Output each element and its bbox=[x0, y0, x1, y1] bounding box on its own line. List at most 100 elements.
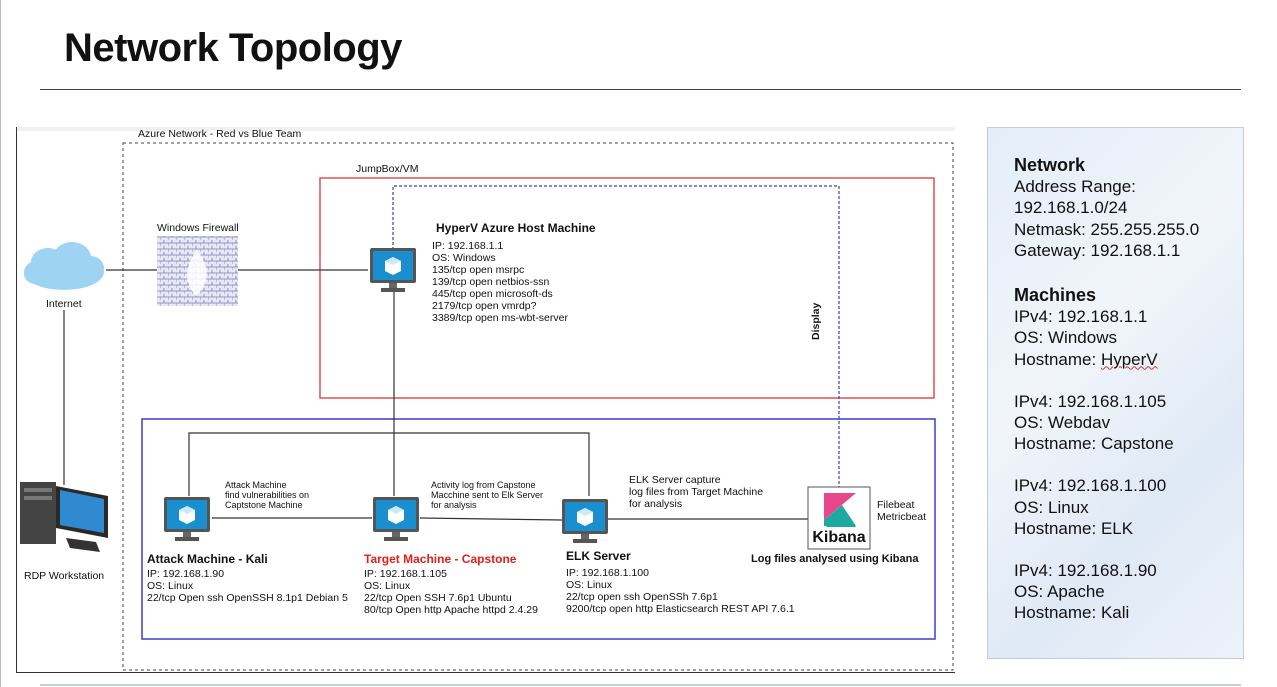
title-divider bbox=[40, 89, 1241, 90]
hyperv-detail-line: 139/tcp open netbios-ssn bbox=[432, 276, 550, 288]
elk-detail-line: 9200/tcp open http Elasticsearch REST AP… bbox=[566, 603, 795, 615]
kibana-logo bbox=[807, 486, 871, 550]
elk-detail-line: IP: 192.168.1.100 bbox=[566, 567, 649, 579]
attack-machine-name: Attack Machine - Kali bbox=[147, 552, 268, 566]
kibana-caption: Log files analysed using Kibana bbox=[751, 553, 919, 565]
filebeat-label: Filebeat bbox=[877, 499, 915, 511]
target-machine-name: Target Machine - Capstone bbox=[364, 552, 517, 566]
azure-network-boundary bbox=[122, 142, 954, 671]
hostname-prefix: Hostname: bbox=[1014, 349, 1101, 369]
attack-detail-line: 22/tcp Open ssh OpenSSH 8.1p1 Debian 5 bbox=[147, 592, 348, 604]
network-section: Network Address Range: 192.168.1.0/24 Ne… bbox=[1014, 155, 1199, 261]
workstation-icon bbox=[20, 482, 108, 552]
firewall-label: Windows Firewall bbox=[157, 222, 239, 234]
hyperv-detail-line: 3389/tcp open ms-wbt-server bbox=[432, 312, 568, 324]
network-line: Gateway: 192.168.1.1 bbox=[1014, 240, 1181, 260]
machine-os: OS: Linux bbox=[1014, 497, 1089, 517]
machine-hostname: Hostname: HyperV bbox=[1014, 349, 1174, 370]
hyperv-detail-line: 445/tcp open microsoft-ds bbox=[432, 288, 553, 300]
display-connection bbox=[392, 185, 840, 488]
attack-monitor-icon bbox=[164, 497, 210, 541]
elk-note-line: ELK Server capture bbox=[629, 474, 721, 486]
elk-note-line: for analysis bbox=[629, 498, 683, 510]
metricbeat-label: Metricbeat bbox=[877, 511, 927, 523]
machine-ipv4: IPv4: 192.168.1.1 bbox=[1014, 307, 1148, 327]
jumpbox-label: JumpBox/VM bbox=[356, 163, 419, 175]
hyperv-detail-line: 2179/tcp open vmrdp? bbox=[432, 300, 537, 312]
kibana-logo-text: Kibana bbox=[812, 529, 866, 546]
elk-detail-line: 22/tcp open ssh OpenSSh 7.6p1 bbox=[566, 591, 718, 603]
machine-os: OS: Apache bbox=[1014, 582, 1105, 602]
subnet-bus bbox=[188, 432, 590, 496]
elk-note: ELK Server capture log files from Target… bbox=[629, 474, 763, 510]
attack-machine-details: IP: 192.168.1.90 OS: Linux 22/tcp Open s… bbox=[147, 568, 348, 604]
hyperv-name: HyperV Azure Host Machine bbox=[436, 221, 596, 235]
elk-detail-line: OS: Linux bbox=[566, 579, 613, 591]
internet-label: Internet bbox=[46, 298, 82, 310]
target-note-line: Macchine sent to Elk Server bbox=[431, 490, 544, 500]
machine-entry: IPv4: 192.168.1.100 OS: Linux Hostname: … bbox=[1014, 475, 1174, 539]
machines-heading: Machines bbox=[1014, 285, 1097, 305]
hyperv-details: IP: 192.168.1.1 OS: Windows 135/tcp open… bbox=[432, 240, 568, 324]
hostname-value: HyperV bbox=[1100, 349, 1158, 369]
hyperv-detail-line: OS: Windows bbox=[432, 252, 496, 264]
target-note: Activity log from Capstone Macchine sent… bbox=[431, 480, 543, 510]
target-monitor-icon bbox=[373, 497, 419, 541]
machine-ipv4: IPv4: 192.168.1.90 bbox=[1014, 561, 1157, 581]
kibana-side-labels: Filebeat Metricbeat bbox=[877, 499, 926, 523]
display-label: Display bbox=[810, 302, 822, 340]
hyperv-detail-line: 135/tcp open msrpc bbox=[432, 264, 525, 276]
machine-ipv4: IPv4: 192.168.1.105 bbox=[1014, 391, 1167, 411]
attack-note-line: Captstone Machine bbox=[225, 500, 303, 510]
network-line: 192.168.1.0/24 bbox=[1014, 198, 1128, 218]
hyperv-detail-line: IP: 192.168.1.1 bbox=[432, 240, 504, 252]
hostname-prefix: Hostname: bbox=[1014, 434, 1101, 454]
machine-entry: IPv4: 192.168.1.1 OS: Windows Hostname: … bbox=[1014, 306, 1174, 370]
target-note-line: for analysis bbox=[431, 500, 477, 510]
hostname-value: ELK bbox=[1100, 518, 1134, 538]
slide-left-edge bbox=[0, 0, 1, 687]
machine-os: OS: Windows bbox=[1014, 328, 1117, 348]
target-machine-details: IP: 192.168.1.105 OS: Linux 22/tcp Open … bbox=[364, 568, 538, 616]
target-note-line: Activity log from Capstone bbox=[431, 480, 536, 490]
page-title: Network Topology bbox=[64, 26, 402, 70]
jumpbox-boundary bbox=[319, 177, 935, 399]
hostname-value: Kali bbox=[1100, 603, 1130, 623]
target-detail-line: 80/tcp Open http Apache httpd 2.4.29 bbox=[364, 604, 538, 616]
machine-hostname: Hostname: Capstone bbox=[1014, 433, 1174, 454]
attack-note-line: find vulnerabilities on bbox=[225, 490, 310, 500]
info-panel: Network Address Range: 192.168.1.0/24 Ne… bbox=[987, 127, 1244, 659]
target-detail-line: IP: 192.168.1.105 bbox=[364, 568, 447, 580]
machines-section: Machines IPv4: 192.168.1.1 OS: Windows H… bbox=[1014, 285, 1174, 624]
subnet-boundary bbox=[141, 418, 936, 640]
cloud-icon bbox=[24, 242, 104, 290]
diagram-canvas bbox=[16, 127, 955, 673]
hostname-prefix: Hostname: bbox=[1014, 603, 1101, 623]
elk-monitor-icon bbox=[562, 499, 608, 543]
firewall-icon bbox=[157, 236, 238, 306]
machine-entry: IPv4: 192.168.1.105 OS: Webdav Hostname:… bbox=[1014, 391, 1174, 455]
machine-os: OS: Webdav bbox=[1014, 413, 1111, 433]
attack-note: Attack Machine find vulnerabilities on C… bbox=[225, 480, 309, 510]
elk-server-details: IP: 192.168.1.100 OS: Linux 22/tcp open … bbox=[566, 567, 795, 615]
network-heading: Network bbox=[1014, 155, 1086, 175]
target-elk-link bbox=[419, 517, 563, 521]
bottom-divider bbox=[40, 684, 1241, 686]
rdp-workstation-label: RDP Workstation bbox=[24, 570, 105, 582]
target-detail-line: 22/tcp Open SSH 7.6p1 Ubuntu bbox=[364, 592, 512, 604]
network-line: Netmask: 255.255.255.0 bbox=[1014, 219, 1200, 239]
attack-detail-line: IP: 192.168.1.90 bbox=[147, 568, 225, 580]
hyperv-monitor-icon bbox=[370, 248, 416, 292]
machine-hostname: Hostname: ELK bbox=[1014, 518, 1174, 539]
network-line: Address Range: bbox=[1014, 177, 1136, 197]
azure-network-label: Azure Network - Red vs Blue Team bbox=[138, 128, 302, 140]
elk-server-name: ELK Server bbox=[566, 549, 631, 563]
machine-hostname: Hostname: Kali bbox=[1014, 602, 1174, 623]
machine-entry: IPv4: 192.168.1.90 OS: Apache Hostname: … bbox=[1014, 560, 1174, 624]
hostname-prefix: Hostname: bbox=[1014, 518, 1101, 538]
target-detail-line: OS: Linux bbox=[364, 580, 411, 592]
elk-note-line: log files from Target Machine bbox=[629, 486, 764, 498]
attack-note-line: Attack Machine bbox=[225, 480, 287, 490]
machine-ipv4: IPv4: 192.168.1.100 bbox=[1014, 476, 1167, 496]
